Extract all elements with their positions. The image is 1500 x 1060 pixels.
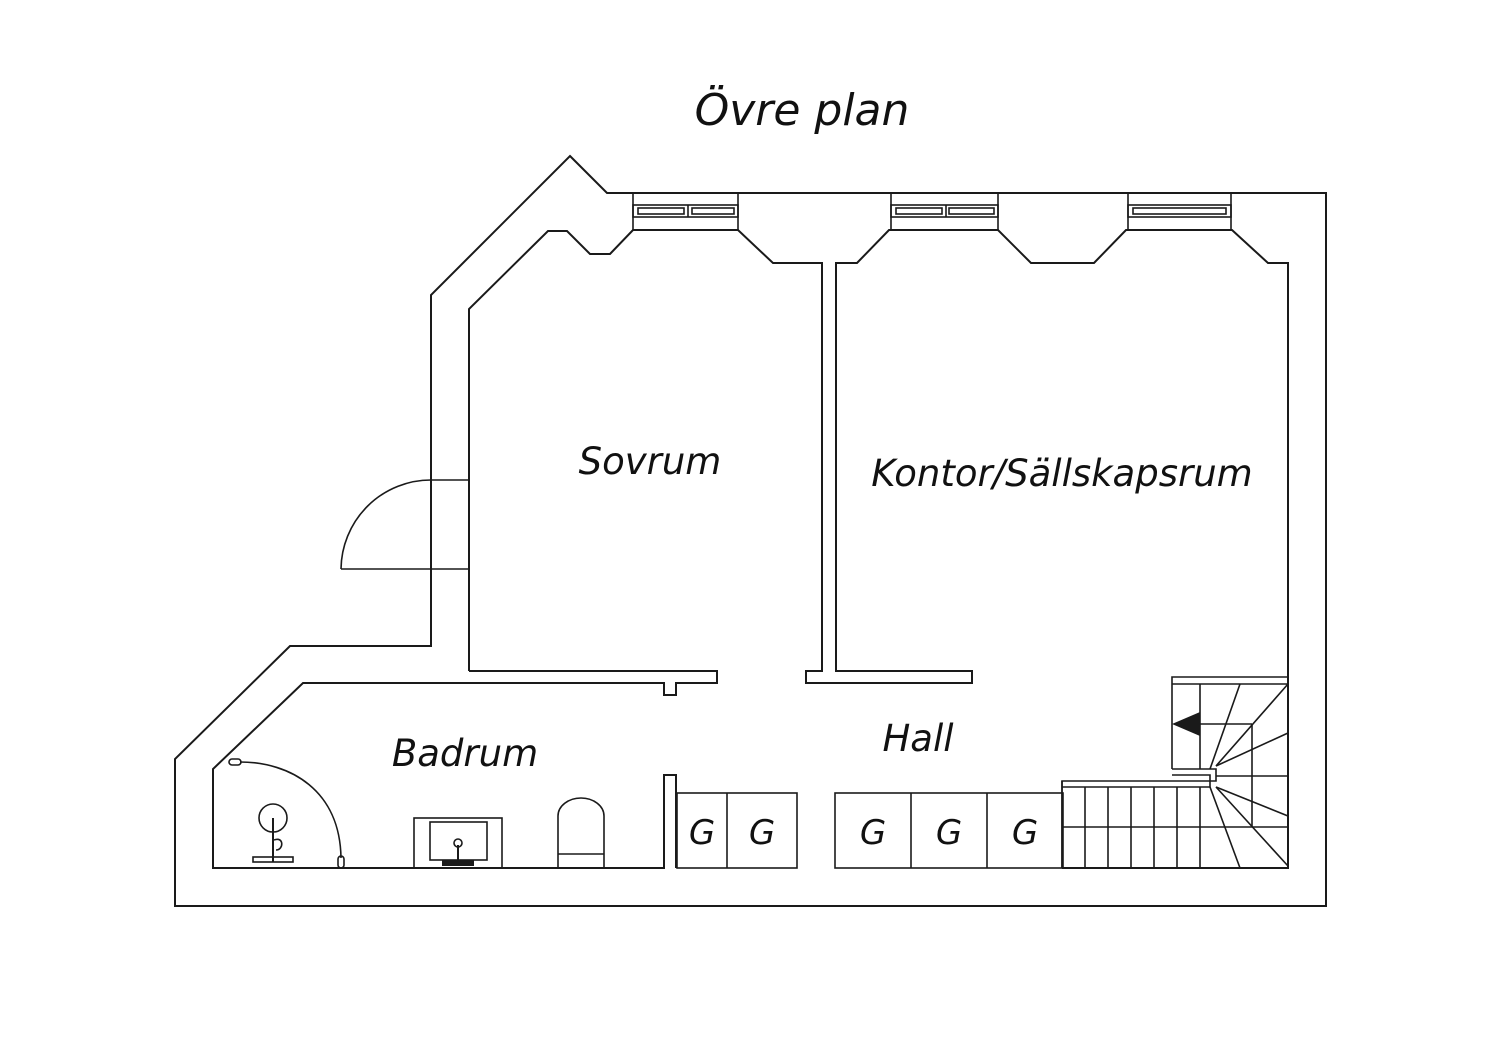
wardrobe-label: G (689, 813, 715, 853)
room-label-hall: Hall (882, 717, 954, 760)
window-1 (632, 192, 739, 231)
wardrobe-label: G (936, 813, 962, 853)
wardrobe-label: G (860, 813, 886, 853)
sink (413, 817, 503, 869)
inner-wall-bedroom (468, 229, 1289, 869)
room-label-kontor: Kontor/Sällskapsrum (871, 452, 1252, 495)
wardrobes-right (834, 792, 1064, 869)
door-swing (340, 479, 469, 570)
room-label-badrum: Badrum (392, 732, 538, 775)
plan-title: Övre plan (695, 84, 910, 136)
arrow-left-icon (1172, 712, 1200, 736)
wardrobe-label: G (749, 813, 775, 853)
toilet (557, 797, 605, 868)
wardrobe-label: G (1012, 813, 1038, 853)
shower (228, 758, 345, 869)
room-label-sovrum: Sovrum (579, 440, 722, 483)
wardrobes-left (676, 792, 798, 869)
window-2 (890, 192, 999, 231)
bedroom-bottom-wall (212, 670, 718, 869)
window-3 (1127, 192, 1232, 231)
staircase (1061, 676, 1289, 869)
